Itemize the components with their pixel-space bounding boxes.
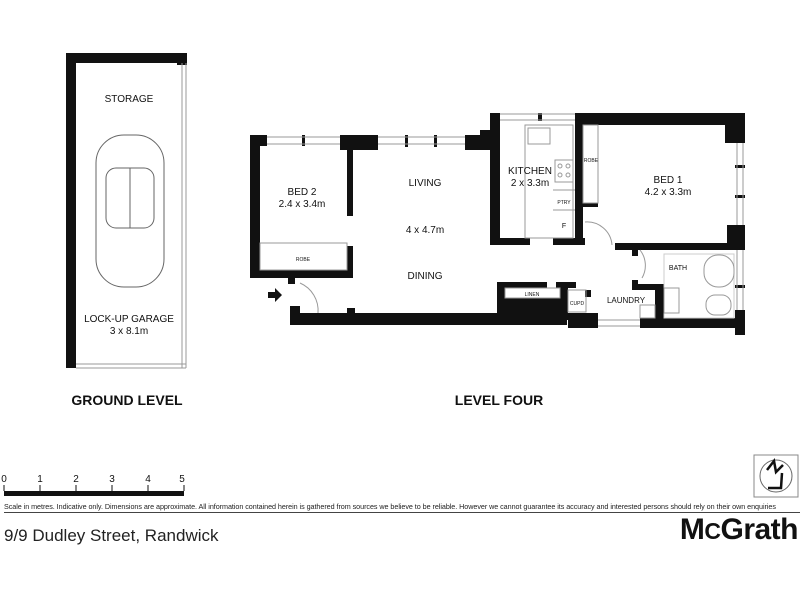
room-bath: BATH — [668, 265, 688, 272]
room-bed1-size: 4.2 x 3.3m — [644, 187, 692, 198]
room-storage: STORAGE — [104, 94, 154, 105]
ground-level-title: GROUND LEVEL — [71, 392, 183, 408]
room-bed2-size: 2.4 x 3.4m — [278, 199, 326, 210]
room-living: LIVING — [408, 178, 442, 189]
scale-bar — [3, 485, 185, 496]
entry-arrow-icon — [268, 288, 282, 302]
room-linen: LINEN — [524, 292, 540, 298]
room-bed2-robe: ROBE — [295, 257, 311, 263]
walls — [66, 53, 745, 368]
room-fridge: F — [561, 223, 567, 230]
level-four-title: LEVEL FOUR — [454, 392, 544, 408]
scale-tick: 3 — [109, 474, 115, 485]
scale-tick: 1 — [37, 474, 43, 485]
room-bed1-robe: ROBE — [583, 158, 599, 164]
room-kitchen-name: KITCHEN — [508, 166, 552, 177]
scale-tick: 2 — [73, 474, 79, 485]
room-living-size: 4 x 4.7m — [405, 225, 445, 236]
mcgrath-logo: MCGrath — [679, 513, 799, 546]
room-dining: DINING — [407, 271, 443, 282]
disclaimer: Scale in metres. Indicative only. Dimens… — [4, 502, 776, 511]
room-bed2-name: BED 2 — [287, 187, 317, 198]
room-kitchen-size: 2 x 3.3m — [510, 178, 550, 189]
room-laundry: LAUNDRY — [606, 296, 646, 305]
windows-and-fixtures — [76, 63, 799, 498]
room-cupboard: CUPD — [569, 301, 585, 307]
room-garage-size: 3 x 8.1m — [109, 326, 149, 337]
divider — [4, 512, 800, 513]
room-garage-name: LOCK-UP GARAGE — [84, 314, 174, 325]
property-address: 9/9 Dudley Street, Randwick — [4, 526, 219, 545]
room-pantry: PTRY — [557, 200, 571, 206]
room-bed1-name: BED 1 — [653, 175, 683, 186]
scale-tick: 4 — [145, 474, 151, 485]
north-arrow-icon — [766, 458, 784, 490]
scale-tick: 0 — [1, 474, 7, 485]
scale-tick: 5 — [179, 474, 185, 485]
